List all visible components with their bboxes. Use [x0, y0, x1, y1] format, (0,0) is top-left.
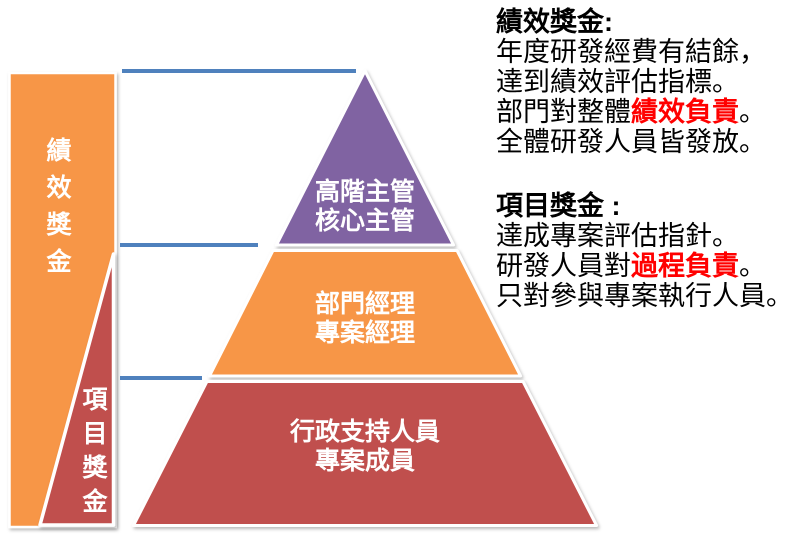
- pyramid-top-label-line1: 高階主管: [314, 178, 415, 206]
- performance-annotation-line4: 全體研發人員皆發放。: [496, 127, 766, 157]
- project-annotation-title: 項目獎金 :: [496, 191, 621, 221]
- project-annotation-line1: 達成專案評估指針。: [496, 221, 739, 251]
- pyramid-middle-label-line1: 部門經理: [314, 290, 415, 318]
- performance-line3-highlight: 績效負責: [631, 97, 739, 127]
- project-line2-prefix: 研發人員對: [496, 251, 631, 281]
- performance-bonus-annotation: 績效獎金: 年度研發經費有結餘， 達到績效評估指標。 部門對整體績效負責。 全體…: [496, 7, 796, 157]
- pyramid-middle-label: 部門經理 專案經理: [245, 290, 485, 348]
- pyramid-bottom-label: 行政支持人員 專案成員: [245, 418, 485, 476]
- performance-annotation-line1: 年度研發經費有結餘，: [496, 37, 766, 67]
- performance-annotation-line2: 達到績效評估指標。: [496, 67, 739, 97]
- pyramid-bottom-label-line1: 行政支持人員: [289, 418, 440, 446]
- project-annotation-line2: 研發人員對過程負責。: [496, 251, 796, 281]
- pyramid-bottom-label-line2: 專案成員: [314, 447, 415, 475]
- project-line2-suffix: 。: [739, 251, 766, 281]
- project-bonus-triangle-label: 項目獎金: [79, 386, 107, 522]
- pyramid-level-top: [275, 69, 455, 247]
- performance-annotation-title: 績效獎金:: [496, 7, 613, 37]
- project-line2-highlight: 過程負責: [631, 251, 739, 281]
- project-annotation-line3: 只對參與專案執行人員。: [496, 281, 793, 311]
- performance-bonus-bar-label: 績效獎金: [43, 137, 71, 285]
- project-bonus-triangle: [38, 252, 116, 527]
- project-bonus-annotation: 項目獎金 : 達成專案評估指針。 研發人員對過程負責。 只對參與專案執行人員。: [496, 191, 796, 311]
- pyramid-level-bottom: [132, 380, 598, 527]
- performance-line3-suffix: 。: [739, 97, 766, 127]
- pyramid-middle-label-line2: 專案經理: [314, 319, 415, 347]
- pyramid-top-label-line2: 核心主管: [314, 207, 415, 235]
- pyramid-level-middle: [208, 249, 522, 378]
- pyramid-top-label: 高階主管 核心主管: [245, 178, 485, 236]
- performance-annotation-line3: 部門對整體績效負責。: [496, 97, 796, 127]
- performance-line3-prefix: 部門對整體: [496, 97, 631, 127]
